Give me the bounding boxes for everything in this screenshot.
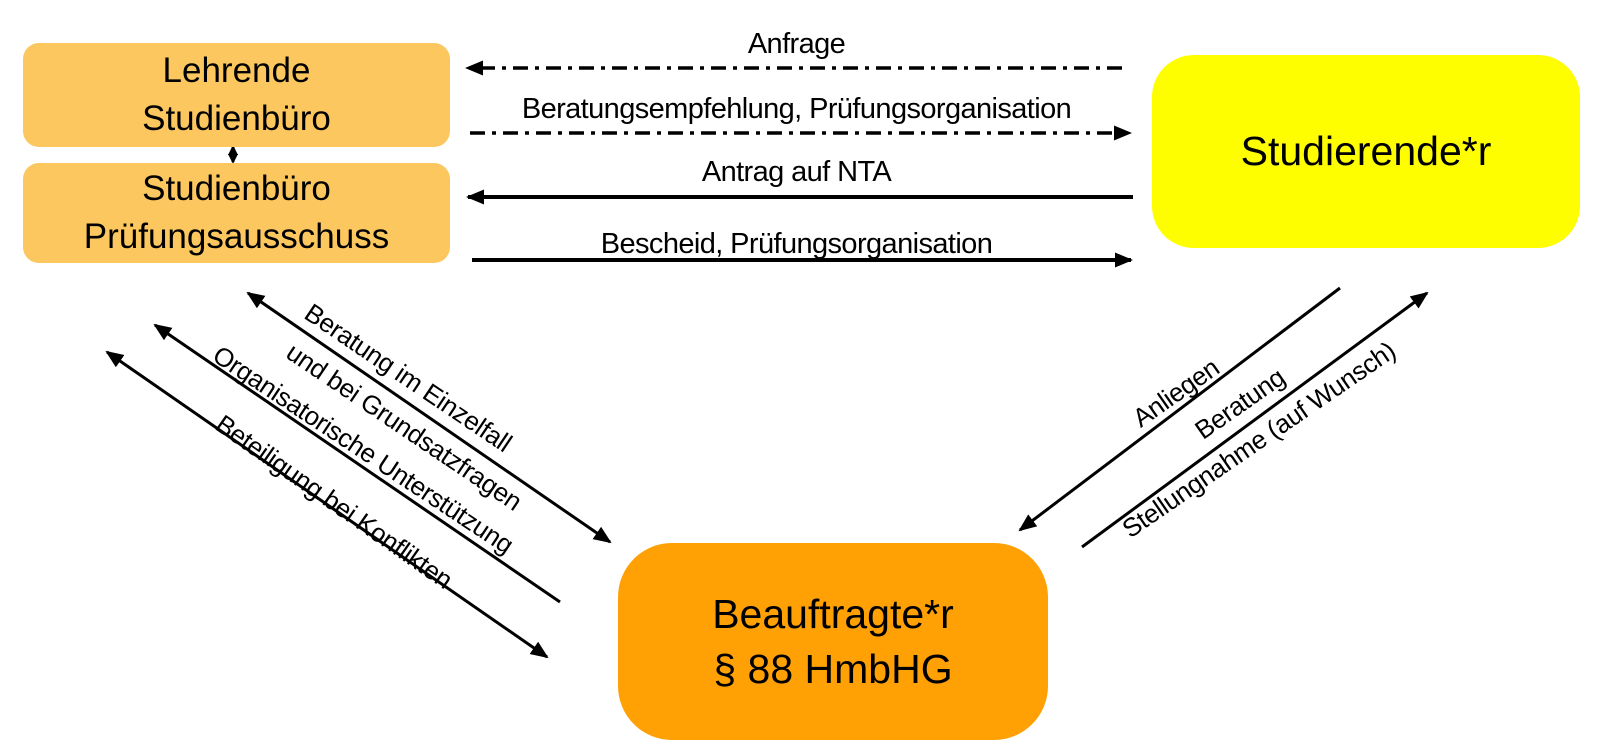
node-pruefungsausschuss-line1: Studienbüro [142, 169, 331, 208]
arrow-beteiligung-konflikte [105, 350, 549, 659]
node-studierende: Studierende*r [1152, 55, 1580, 248]
node-studienbuero-pruefungsausschuss: Studienbüro Prüfungsausschuss [23, 163, 450, 263]
label-bescheid: Bescheid, Prüfungsorganisation [600, 228, 993, 260]
node-pruefungsausschuss-line2: Prüfungsausschuss [83, 217, 390, 256]
node-beauftragte-line2: § 88 HmbHG [713, 645, 953, 692]
arrow-beratung-stellungnahme [1081, 291, 1429, 549]
node-beauftragte: Beauftragte*r § 88 HmbHG [618, 543, 1048, 740]
node-lehrende-line2: Studienbüro [142, 99, 331, 138]
node-lehrende-studienbuero: Lehrende Studienbüro [23, 43, 450, 147]
node-studierende-label: Studierende*r [1240, 128, 1492, 174]
node-beauftragte-line1: Beauftragte*r [712, 590, 954, 637]
label-anfrage: Anfrage [747, 28, 846, 60]
label-antrag-auf-nta: Antrag auf NTA [701, 156, 892, 188]
node-lehrende-line1: Lehrende [162, 51, 311, 90]
arrow-anliegen [1018, 286, 1341, 532]
label-beratungsempfehlung: Beratungsempfehlung, Prüfungsorganisatio… [521, 93, 1072, 125]
